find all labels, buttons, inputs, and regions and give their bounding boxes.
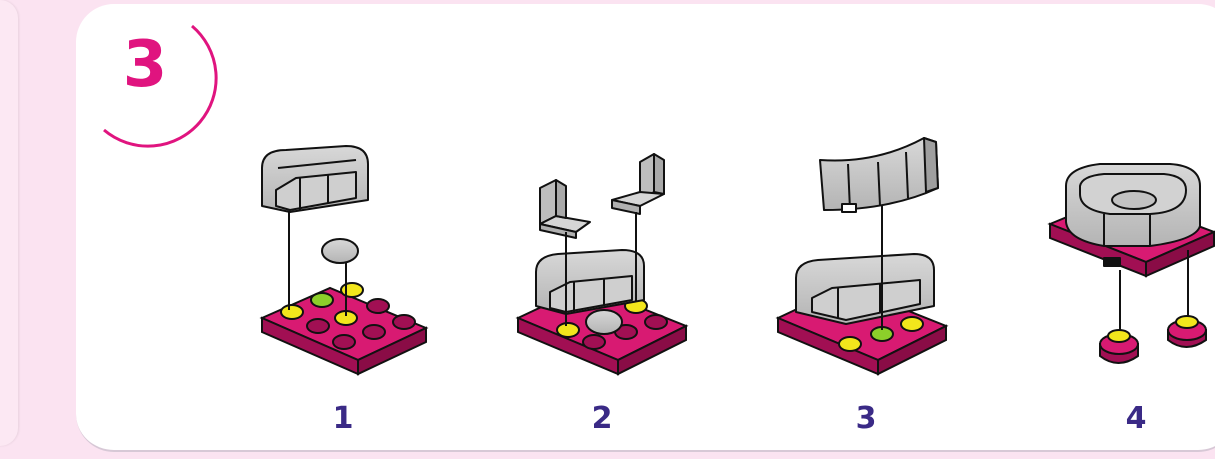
substep-4-figure — [1047, 163, 1215, 364]
sofa-piece-icon — [795, 253, 935, 325]
substep-4-label: 4 — [1125, 401, 1147, 436]
instruction-card — [76, 4, 1215, 452]
step-number: 3 — [122, 28, 168, 102]
round-stud-icon — [1167, 315, 1207, 348]
chair-piece-icon — [611, 153, 665, 215]
round-tile-icon — [321, 238, 359, 264]
substep-1-figure — [259, 145, 429, 376]
substep-2-figure — [515, 153, 689, 376]
round-tile-icon — [585, 309, 623, 335]
substep-2-label: 2 — [591, 401, 613, 436]
substep-1-label: 1 — [332, 401, 354, 436]
curved-wall-piece-icon — [819, 137, 939, 213]
stud-grid — [280, 282, 416, 350]
left-page-panel — [0, 0, 18, 446]
substep-3-figure — [775, 137, 949, 376]
round-stud-icon — [1099, 329, 1139, 364]
sofa-piece-icon — [535, 249, 645, 315]
sofa-piece-icon — [261, 145, 369, 213]
plate-icon — [259, 286, 429, 376]
chair-piece-icon — [539, 179, 591, 239]
round-room-icon — [1065, 163, 1201, 267]
step-number-arc — [103, 24, 218, 148]
substep-3-label: 3 — [855, 401, 877, 436]
